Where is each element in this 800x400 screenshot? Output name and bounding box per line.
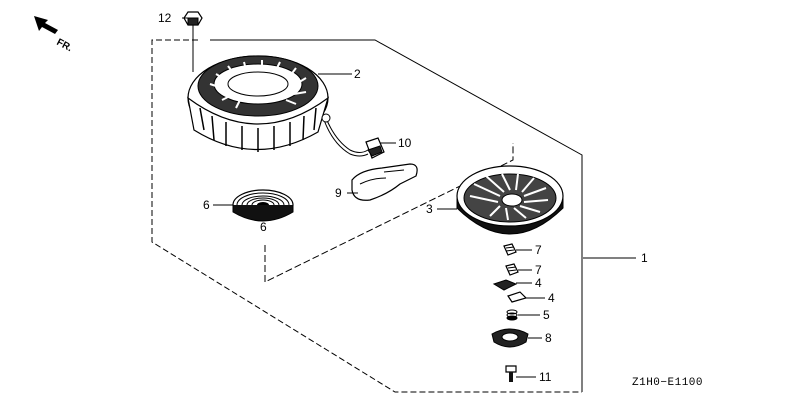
callout-2: 2 — [354, 67, 361, 81]
callout-12: 12 — [158, 11, 172, 25]
callouts: 12 2 10 9 6 6 3 1 7 7 4 4 5 8 11 — [158, 11, 648, 384]
rope-end-part — [365, 137, 385, 159]
recoil-spring-part — [232, 189, 294, 222]
bolt-11-part — [505, 365, 517, 382]
callout-10: 10 — [398, 136, 412, 150]
callout-7b: 7 — [535, 263, 542, 277]
front-direction-indicator: FR. — [34, 16, 74, 54]
diagram-code: Z1H0−E1100 — [632, 377, 703, 389]
callout-9: 9 — [335, 186, 342, 200]
recoil-case-part — [187, 55, 369, 157]
starter-grip-part — [351, 163, 418, 201]
callout-6a: 6 — [203, 198, 210, 212]
callout-1: 1 — [641, 251, 648, 265]
reel-part — [456, 165, 564, 235]
callout-4a: 4 — [535, 276, 542, 290]
front-label: FR. — [55, 37, 75, 54]
ratchet-4a-part — [492, 279, 518, 291]
callout-8: 8 — [545, 331, 552, 345]
callout-5: 5 — [543, 308, 550, 322]
callout-11: 11 — [539, 370, 552, 384]
ratchet-4b-part — [507, 291, 528, 303]
callout-6b: 6 — [260, 220, 267, 234]
front-arrow-icon — [34, 16, 58, 34]
spring-7b-part — [505, 263, 519, 276]
assembly-outline — [151, 39, 583, 393]
callout-7a: 7 — [535, 243, 542, 257]
spring-7a-part — [503, 243, 517, 256]
friction-plate-8-part — [491, 328, 529, 348]
callout-4b: 4 — [548, 291, 555, 305]
callout-3: 3 — [426, 202, 433, 216]
spring-5-part — [506, 309, 518, 321]
